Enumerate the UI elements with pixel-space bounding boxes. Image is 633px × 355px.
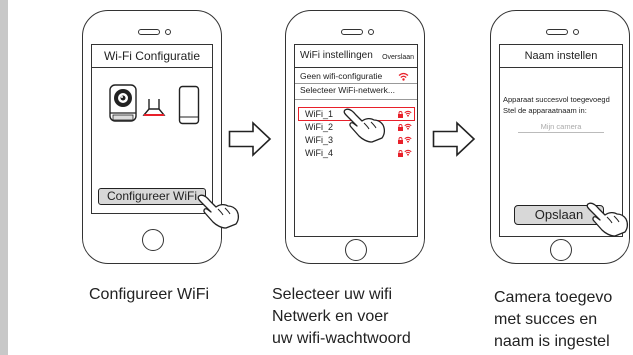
camera-name-placeholder: Mijn camera: [540, 122, 582, 131]
caption-line: naam is ingestel: [494, 333, 610, 350]
screen-title: WiFi instellingen Overslaan: [295, 45, 417, 68]
speaker-slot: [138, 29, 160, 35]
select-wifi-network-row[interactable]: Selecteer WiFi-netwerk...: [295, 84, 417, 97]
front-camera-dot: [368, 29, 374, 35]
screen-wifi-settings: WiFi instellingen Overslaan Geen wifi-co…: [294, 44, 418, 237]
speaker-slot: [341, 29, 363, 35]
caption-line: met succes en: [494, 311, 598, 328]
network-item-wifi-1[interactable]: WiFi_1: [295, 108, 417, 121]
success-message: Apparaat succesvol toegevoegd: [503, 95, 610, 104]
lock-icon: [398, 150, 403, 157]
caption-step-2: Selecteer uw wifi Netwerk en voer uw wif…: [272, 284, 411, 350]
network-item-wifi-2[interactable]: WiFi_2: [295, 121, 417, 134]
router-icon: [142, 99, 166, 116]
camera-device-icon: [109, 84, 137, 122]
skip-link[interactable]: Overslaan: [382, 54, 414, 61]
network-name: WiFi_4: [305, 148, 334, 158]
name-prompt: Stel de apparaatnaam in:: [503, 106, 587, 115]
speaker-slot: [546, 29, 568, 35]
next-step-arrow-icon: [432, 121, 476, 157]
camera-name-input[interactable]: Mijn camera: [518, 121, 604, 133]
screen-title: Wi-Fi Configuratie: [92, 45, 212, 68]
home-button[interactable]: [550, 239, 572, 261]
configure-wifi-button[interactable]: Configureer WiFi: [98, 188, 206, 205]
network-name: WiFi_1: [305, 109, 334, 119]
hand-pointer-icon: [197, 194, 240, 229]
home-button[interactable]: [345, 239, 367, 261]
row-divider: [295, 83, 417, 84]
save-button-label: Opslaan: [534, 207, 584, 222]
wifi-signal-icon: [404, 110, 412, 117]
wifi-signal-icon: [404, 123, 412, 130]
caption-line: Selecteer uw wifi: [272, 286, 393, 303]
hand-pointer-icon: [343, 108, 386, 143]
row-label: Geen wifi-configuratie: [300, 71, 383, 81]
save-button[interactable]: Opslaan: [514, 205, 604, 225]
screen-set-name: Naam instellen Apparaat succesvol toegev…: [499, 44, 623, 237]
network-name: WiFi_2: [305, 122, 334, 132]
phone-step-3: Naam instellen Apparaat succesvol toegev…: [490, 10, 630, 264]
next-step-arrow-icon: [228, 121, 272, 157]
lock-icon: [398, 111, 403, 118]
wifi-signal-icon: [398, 72, 409, 81]
left-margin-bar: [0, 0, 8, 355]
row-label: Selecteer WiFi-netwerk...: [300, 85, 395, 95]
front-camera-dot: [573, 29, 579, 35]
lock-icon: [398, 124, 403, 131]
caption-line: Camera toegevo: [494, 289, 613, 306]
caption-line: Netwerk en voer: [272, 308, 389, 325]
row-divider: [295, 99, 417, 100]
screen-title-text: WiFi instellingen: [300, 50, 373, 61]
caption-line: uw wifi-wachtwoord: [272, 330, 411, 347]
lock-icon: [398, 137, 403, 144]
screen-title: Naam instellen: [500, 45, 622, 68]
phone-step-2: WiFi instellingen Overslaan Geen wifi-co…: [285, 10, 425, 264]
configure-wifi-button-label: Configureer WiFi: [106, 189, 198, 203]
wifi-signal-icon: [404, 149, 412, 156]
front-camera-dot: [165, 29, 171, 35]
hand-pointer-icon: [586, 202, 629, 237]
phone-step-1: Wi-Fi Configuratie Configureer WiFi: [82, 10, 222, 264]
no-wifi-config-row[interactable]: Geen wifi-configuratie: [295, 70, 417, 83]
home-button[interactable]: [142, 229, 164, 251]
smartphone-icon: [178, 85, 200, 125]
caption-step-3: Camera toegevo met succes en naam is ing…: [494, 287, 633, 353]
network-item-wifi-3[interactable]: WiFi_3: [295, 134, 417, 147]
caption-line: Configureer WiFi: [89, 286, 210, 303]
caption-step-1: Configureer WiFi: [89, 284, 209, 306]
screen-wifi-config: Wi-Fi Configuratie Configureer WiFi: [91, 44, 213, 214]
network-name: WiFi_3: [305, 135, 334, 145]
wifi-signal-icon: [404, 136, 412, 143]
network-item-wifi-4[interactable]: WiFi_4: [295, 147, 417, 160]
